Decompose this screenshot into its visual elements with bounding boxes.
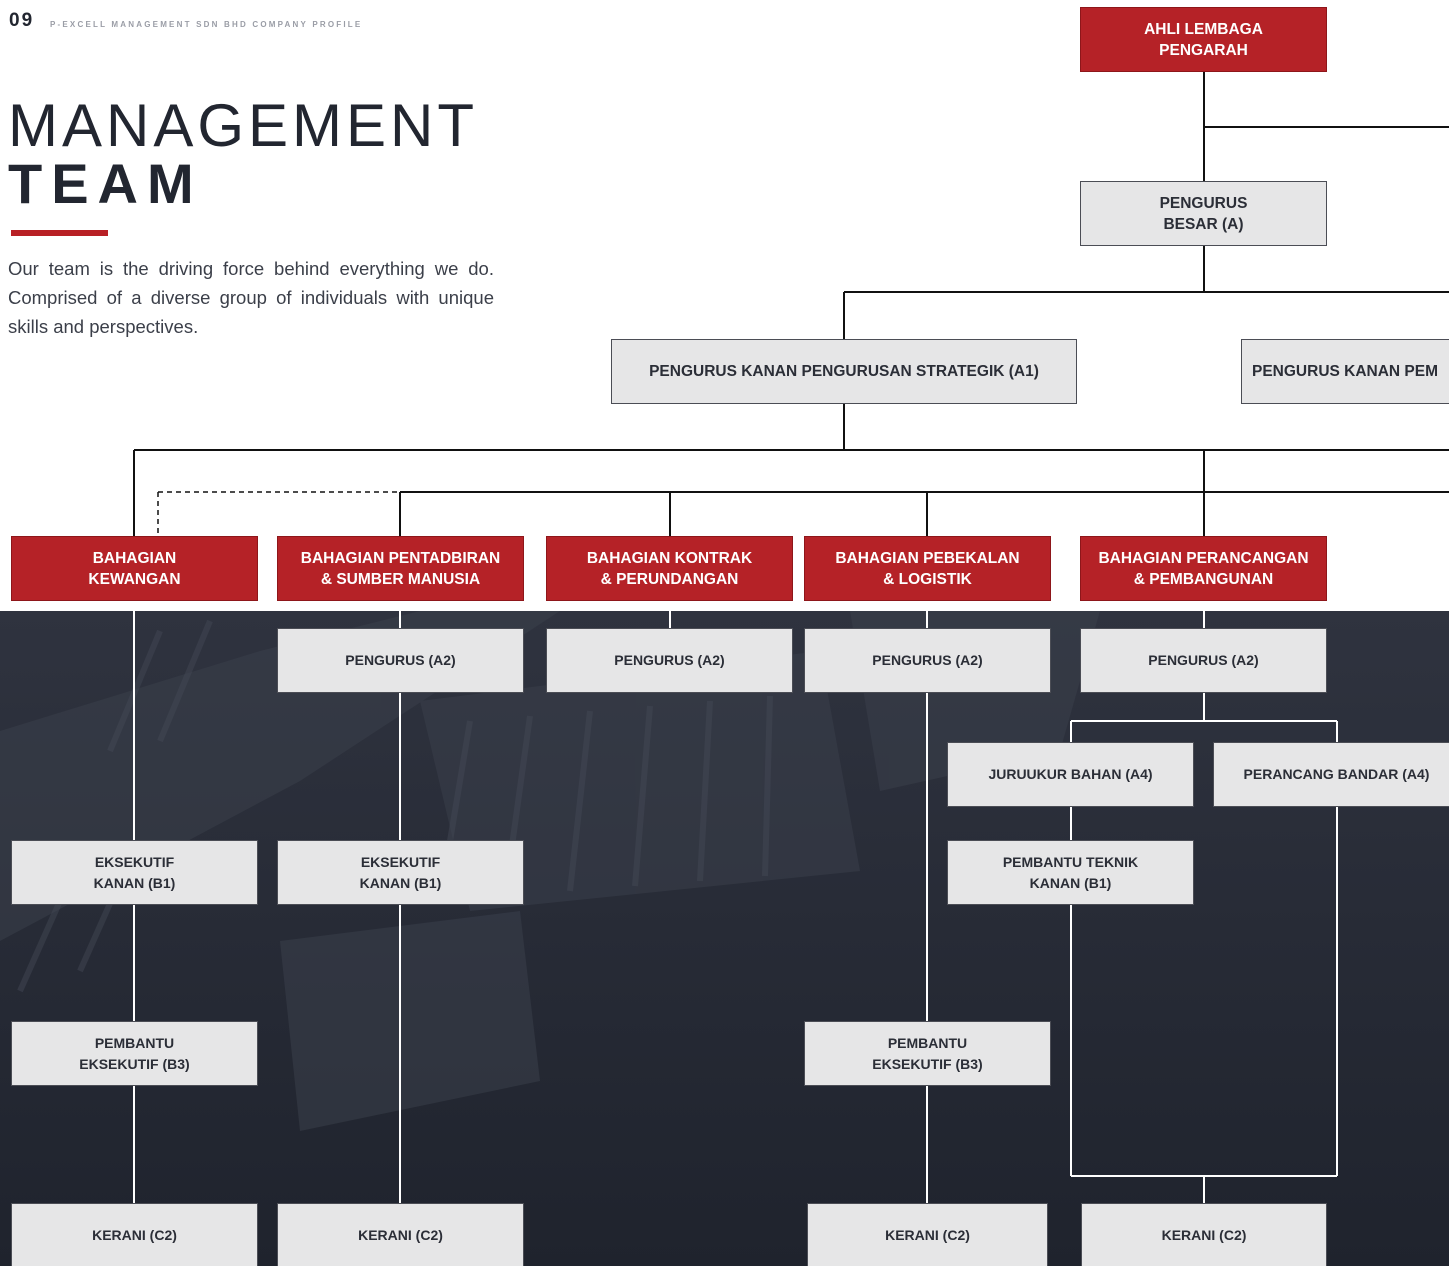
clerk-planning-box: KERANI (C2)	[1081, 1203, 1327, 1266]
senior-executive-finance-box: EKSEKUTIF KANAN (B1)	[11, 840, 258, 905]
manager-a2-supply-box: PENGURUS (A2)	[804, 628, 1051, 693]
division-planning-development-box: BAHAGIAN PERANCANGAN & PEMBANGUNAN	[1080, 536, 1327, 601]
senior-manager-strategic-box: PENGURUS KANAN PENGURUSAN STRATEGIK (A1)	[611, 339, 1077, 404]
division-admin-hr-box: BAHAGIAN PENTADBIRAN & SUMBER MANUSIA	[277, 536, 524, 601]
general-manager-box: PENGURUS BESAR (A)	[1080, 181, 1327, 246]
manager-a2-admin-box: PENGURUS (A2)	[277, 628, 524, 693]
town-planner-box: PERANCANG BANDAR (A4)	[1213, 742, 1449, 807]
division-supply-logistics-box: BAHAGIAN PEBEKALAN & LOGISTIK	[804, 536, 1051, 601]
division-finance-box: BAHAGIAN KEWANGAN	[11, 536, 258, 601]
clerk-finance-box: KERANI (C2)	[11, 1203, 258, 1266]
manager-a2-contract-box: PENGURUS (A2)	[546, 628, 793, 693]
board-of-directors-box: AHLI LEMBAGA PENGARAH	[1080, 7, 1327, 72]
senior-executive-admin-box: EKSEKUTIF KANAN (B1)	[277, 840, 524, 905]
connectors-top	[133, 72, 1449, 536]
senior-technical-assistant-box: PEMBANTU TEKNIK KANAN (B1)	[947, 840, 1194, 905]
document-title: P-EXCELL MANAGEMENT SDN BHD COMPANY PROF…	[50, 20, 363, 29]
assistant-executive-supply-box: PEMBANTU EKSEKUTIF (B3)	[804, 1021, 1051, 1086]
quantity-surveyor-box: JURUUKUR BAHAN (A4)	[947, 742, 1194, 807]
page-title-line2: TEAM	[8, 152, 203, 215]
assistant-executive-finance-box: PEMBANTU EKSEKUTIF (B3)	[11, 1021, 258, 1086]
page-title-line1: MANAGEMENT	[8, 92, 479, 159]
clerk-supply-box: KERANI (C2)	[807, 1203, 1048, 1266]
dashed-connector	[157, 491, 400, 536]
title-accent-bar	[11, 230, 108, 236]
intro-paragraph: Our team is the driving force behind eve…	[8, 258, 494, 337]
senior-manager-right-box: PENGURUS KANAN PEM	[1241, 339, 1449, 404]
clerk-admin-box: KERANI (C2)	[277, 1203, 524, 1266]
page-number: 09	[9, 10, 35, 31]
manager-a2-planning-box: PENGURUS (A2)	[1080, 628, 1327, 693]
division-contract-legal-box: BAHAGIAN KONTRAK & PERUNDANGAN	[546, 536, 793, 601]
